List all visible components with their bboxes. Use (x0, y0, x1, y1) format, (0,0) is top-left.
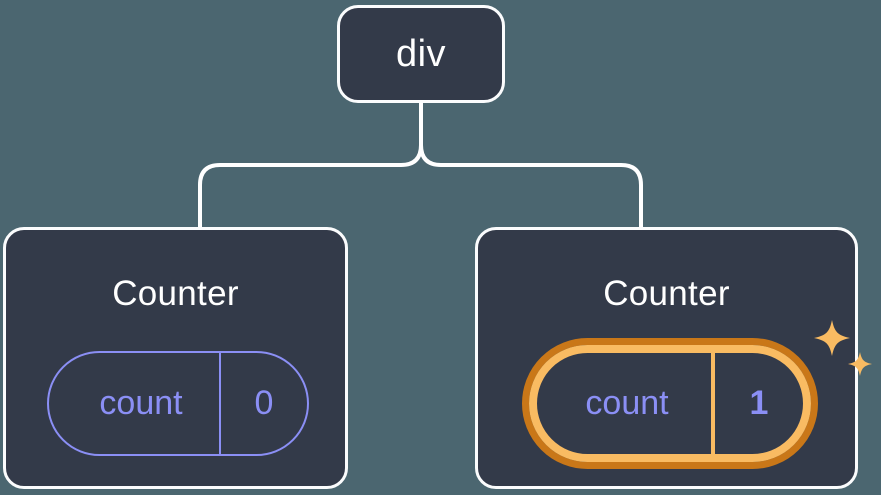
state-pill-right[interactable]: count 1 (522, 338, 818, 469)
state-key-right: count (585, 384, 669, 422)
node-counter-right[interactable]: Counter count 1 (475, 227, 872, 489)
state-pill-left[interactable]: count 0 (47, 351, 309, 456)
state-key-left: count (99, 384, 183, 422)
counter-left-title: Counter (112, 274, 239, 313)
connector-edge-div-to-counter-left (198, 101, 423, 231)
node-div[interactable]: div (337, 5, 505, 103)
state-pill-left-body: count 0 (47, 351, 309, 456)
node-div-label: div (395, 33, 447, 75)
state-value-left: 0 (219, 353, 307, 454)
sparkle-small-icon (848, 352, 872, 376)
sparkle-large-icon (814, 320, 850, 356)
state-pill-right-body: count 1 (529, 345, 811, 462)
sparkle-group (814, 320, 872, 376)
counter-right-title: Counter (603, 274, 730, 313)
state-value-right: 1 (711, 353, 803, 454)
connector-edge-div-to-counter-right (419, 101, 643, 231)
state-pill-right-highlight-ring: count 1 (522, 338, 818, 469)
node-counter-left[interactable]: Counter count 0 (3, 227, 348, 489)
